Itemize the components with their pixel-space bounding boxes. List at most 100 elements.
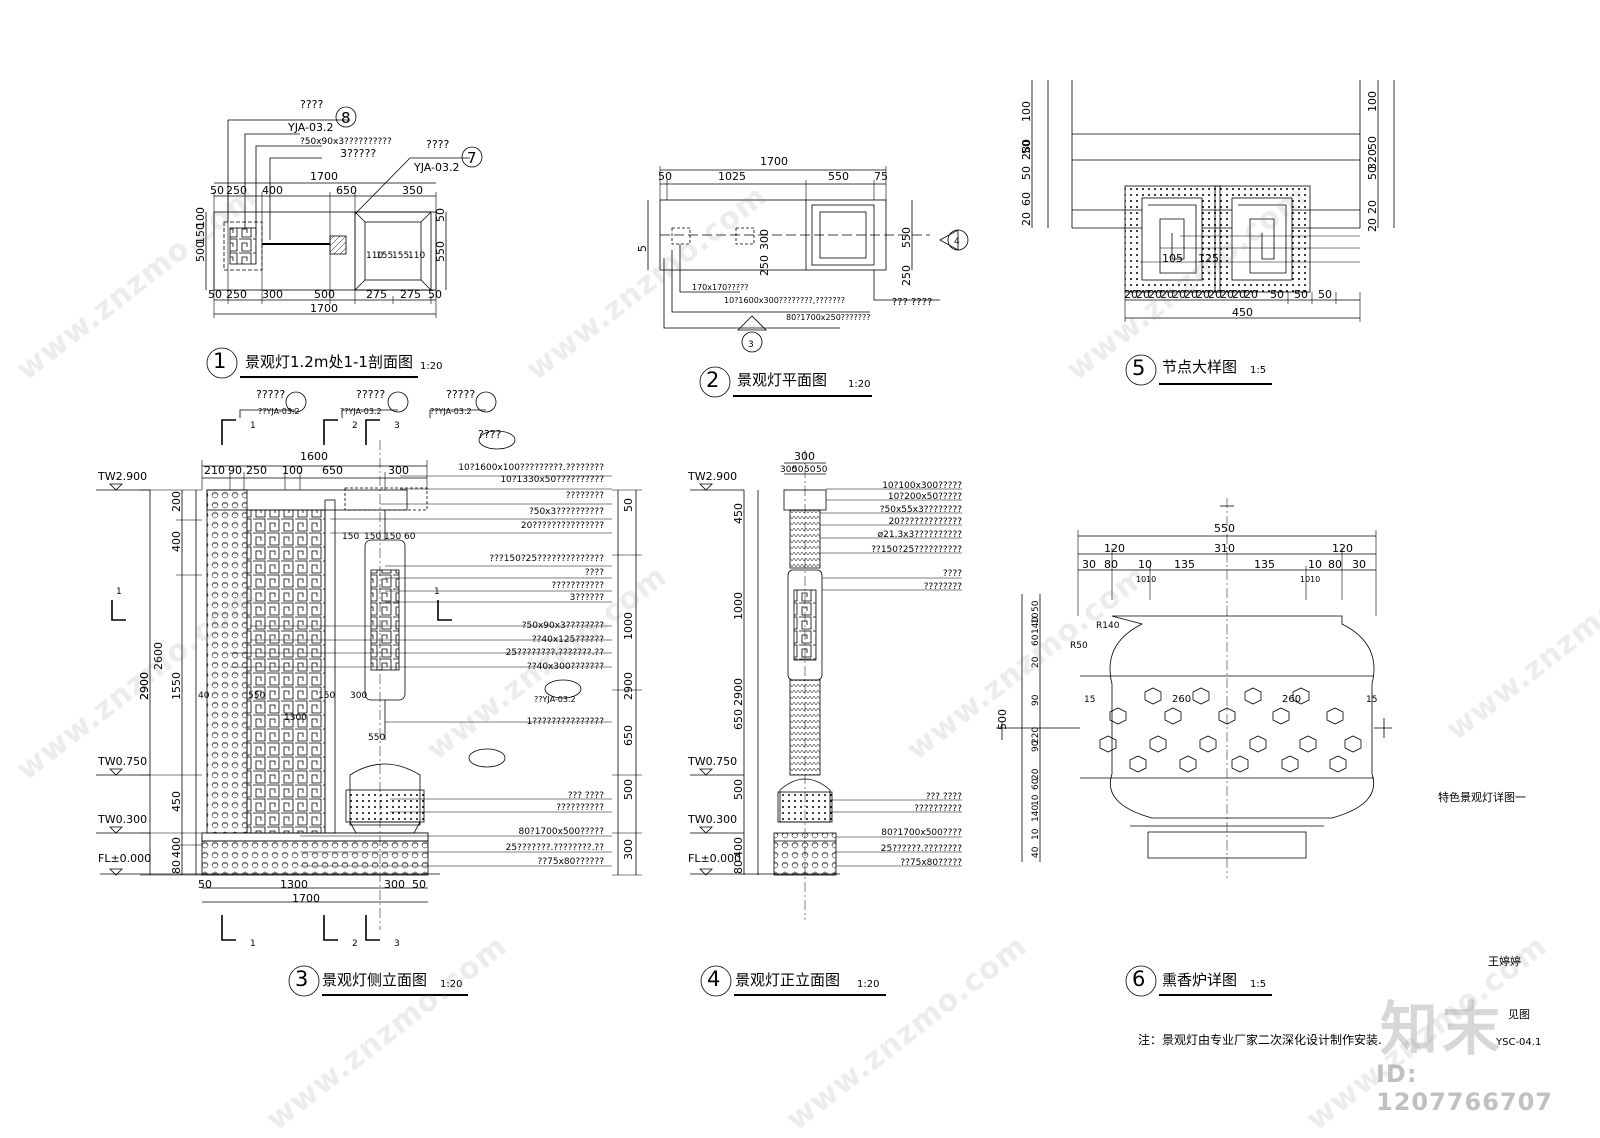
callout-label: ????? xyxy=(256,388,285,401)
dimension-text: 135 xyxy=(1174,558,1195,571)
dimension-text: 150 xyxy=(364,532,381,542)
dimension-text: 260 xyxy=(1172,694,1191,705)
level-marker: TW2.900 xyxy=(97,470,147,483)
dimension-text: 50 xyxy=(1294,288,1308,301)
dimension-text: 50 xyxy=(1318,288,1332,301)
dimension-text: 75 xyxy=(874,170,888,183)
dimension-text: 2900 xyxy=(622,672,635,700)
section-mark: 3 xyxy=(394,421,400,431)
leader-label: ?50x90x3?????????? xyxy=(300,137,392,147)
title-3-scale: 1:20 xyxy=(440,979,463,990)
dimension-text: 300 xyxy=(350,0,367,3)
leader-label: 20??????????????? xyxy=(521,521,604,531)
dimension-text: 2900 xyxy=(138,672,151,700)
leader-label: 10?100x300????? xyxy=(882,481,962,491)
dimension-text: 400 xyxy=(732,837,745,858)
dimension-text: 3 xyxy=(748,340,754,350)
dimension-text: R50 xyxy=(1070,641,1088,651)
installation-note: 注：景观灯由专业厂家二次深化设计制作安装. xyxy=(1138,1033,1382,1047)
level-marker: TW0.300 xyxy=(97,813,147,826)
dimension-text: 1025 xyxy=(718,170,746,183)
dimension-text: 300 xyxy=(622,839,635,860)
dimension-text: 20 xyxy=(1124,288,1138,301)
see-drawing-label: 见图 xyxy=(1508,1008,1530,1021)
dimension-text: 100 xyxy=(1020,101,1033,122)
dimension-text: 220 xyxy=(1031,727,1041,744)
dimension-text: 60 xyxy=(400,0,412,3)
dimension-text: 140 xyxy=(1031,805,1041,822)
dimension-text: 1700 xyxy=(760,155,788,168)
dimension-text: 50 xyxy=(622,498,635,512)
dimension-text: 20 xyxy=(1196,288,1210,301)
dimension-text: 500 xyxy=(622,779,635,800)
brand-watermark: 知末 xyxy=(1380,995,1505,1063)
dimension-text: 1300 xyxy=(284,0,307,3)
dimension-text: 150 xyxy=(342,532,359,542)
dimension-text: 310 xyxy=(1214,542,1235,555)
leader-label: ?50x3?????????? xyxy=(529,507,604,517)
section-mark: 1 xyxy=(250,421,256,431)
dimension-text: 500 xyxy=(314,288,335,301)
level-marker: TW0.750 xyxy=(687,755,737,768)
level-marker: FL±0.000 xyxy=(688,852,741,865)
reference-code: ??YJA-03.2 xyxy=(340,407,382,416)
leader-label: ??????????? xyxy=(551,581,604,591)
dimension-text: 200 xyxy=(170,491,183,512)
dimension-text: 150 xyxy=(318,691,335,701)
title-6-text: 熏香炉详图 xyxy=(1162,971,1238,989)
node-detail-drawing xyxy=(1031,80,1395,386)
leader-label: ???? xyxy=(300,98,324,111)
dimension-text: 550 xyxy=(900,227,913,248)
callout-label: ????? xyxy=(356,388,385,401)
image-id: ID: 1207766707 xyxy=(1376,1060,1553,1116)
level-marker: TW0.300 xyxy=(687,813,737,826)
dimension-text: 30 xyxy=(1082,558,1096,571)
title-4-scale: 1:20 xyxy=(857,979,880,990)
dimension-text: 210 xyxy=(204,464,225,477)
dimension-text: 50 xyxy=(804,465,816,475)
title-1-text: 景观灯1.2m处1-1剖面图 xyxy=(245,353,413,371)
dimension-text: 60 xyxy=(1020,192,1033,206)
dimension-text: 650 xyxy=(732,709,745,730)
section-mark: 1 xyxy=(116,587,122,597)
dimension-text: 550 xyxy=(368,733,385,743)
side-note: 特色景观灯详图一 xyxy=(1438,791,1526,804)
dimension-text: 550 xyxy=(248,691,265,701)
title-6-scale: 1:5 xyxy=(1250,979,1267,990)
dimension-text: 20 xyxy=(1184,288,1198,301)
callout-number: 7 xyxy=(467,149,477,167)
dimension-text: FL±0.000 xyxy=(101,0,154,3)
leader-label: 1??????????????? xyxy=(527,717,605,727)
dimension-text: 150 xyxy=(318,0,335,3)
level-marker: TW2.900 xyxy=(687,470,737,483)
dimension-text: 20 xyxy=(1031,656,1041,668)
dimension-text: 1300 xyxy=(284,713,307,723)
dimension-text: 650 xyxy=(322,464,343,477)
title-5-number: 5 xyxy=(1132,356,1146,380)
dimension-text: 155 xyxy=(392,251,409,261)
dimension-text: 105 xyxy=(1162,252,1183,265)
level-marker: TW0.750 xyxy=(97,755,147,768)
dimension-text: 60 xyxy=(1031,634,1041,646)
leader-label: 3?????? xyxy=(570,593,605,603)
leader-label: 80?1700x500???? xyxy=(881,828,962,838)
dimension-text: 500 xyxy=(194,241,207,262)
dimension-text: 50 xyxy=(792,465,804,475)
dimension-text: 250 xyxy=(758,255,771,276)
dimension-text: 550 xyxy=(1214,522,1235,535)
dimension-text: 40 xyxy=(200,0,212,3)
leader-label: ??150?25?????????? xyxy=(871,545,962,555)
dimension-text: 550 xyxy=(368,0,385,3)
section-mark: 2 xyxy=(352,421,358,431)
dimension-text: 250 xyxy=(246,464,267,477)
leader-label: 3????? xyxy=(340,147,376,160)
reference-code: ??YJA-03.2 xyxy=(430,407,472,416)
callout-number: 8 xyxy=(341,109,351,127)
dimension-text: 20 xyxy=(1232,288,1246,301)
dimension-text: 280 xyxy=(1020,139,1033,160)
dimension-text: 15 xyxy=(1366,695,1377,705)
dimension-text: 1700 xyxy=(310,302,338,315)
dimension-text: 320 xyxy=(1366,149,1379,170)
dimension-text: 150 xyxy=(368,0,385,3)
dimension-text: 50 xyxy=(208,288,222,301)
